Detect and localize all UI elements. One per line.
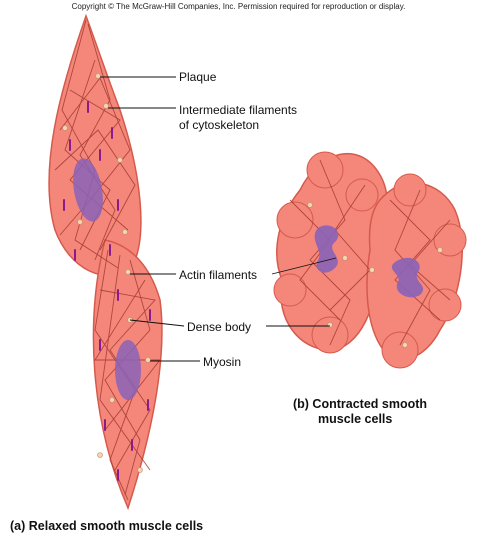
label-actin-filaments: Actin filaments [179,268,258,282]
label-intermediate-filaments-line2: of cytoskeleton [179,118,260,132]
caption-relaxed: (a) Relaxed smooth muscle cells [10,519,204,533]
nucleus-lower [115,340,141,400]
contracted-nucleus-right [391,257,424,298]
leader-lines [100,76,337,362]
nucleus-upper [73,158,103,222]
caption-contracted-line2: muscle cells [318,412,393,426]
relaxed-cell-upper [48,13,142,277]
label-intermediate-filaments-line1: Intermediate filaments [179,103,298,117]
label-dense-body: Dense body [187,320,252,334]
contracted-nucleus-left [314,225,339,273]
contracted-dense-bodies [307,202,443,348]
copyright-notice: Copyright © The McGraw-Hill Companies, I… [71,2,406,11]
dense-bodies [62,73,151,473]
myosin-marks [63,101,151,481]
caption-contracted-line1: (b) Contracted smooth [293,397,428,411]
label-plaque: Plaque [179,70,217,84]
label-myosin: Myosin [203,355,242,369]
